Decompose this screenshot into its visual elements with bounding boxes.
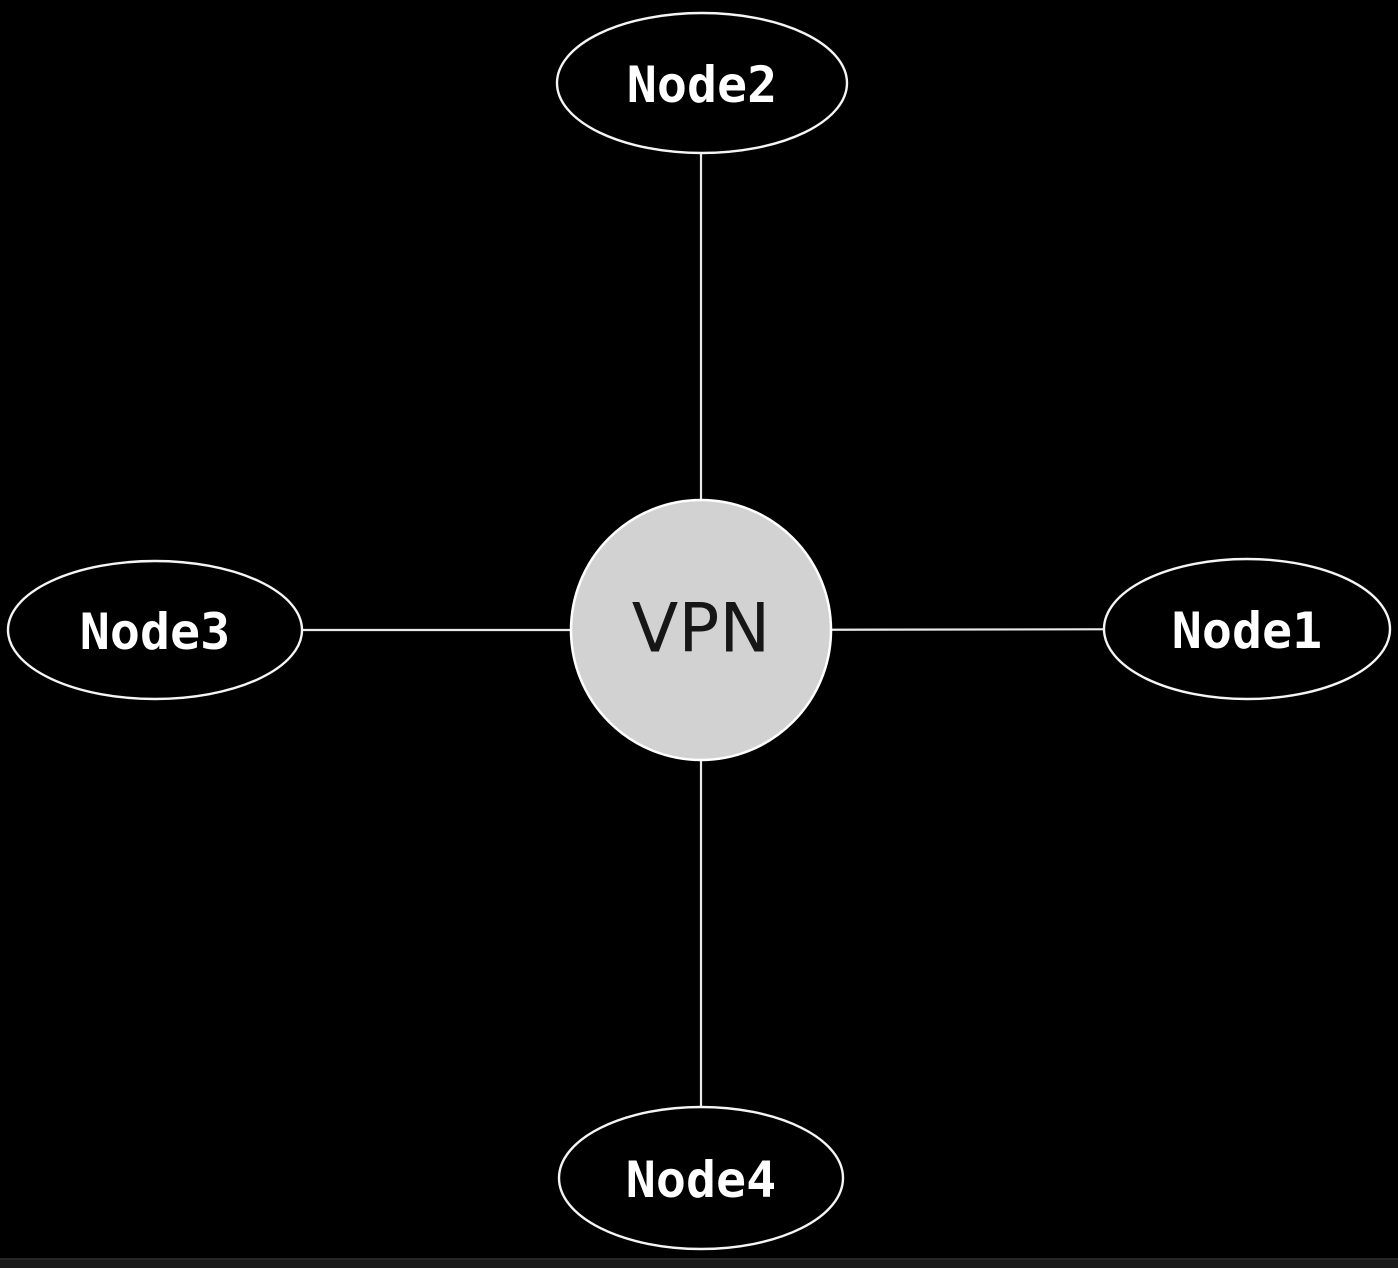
node-node4-label: Node4 xyxy=(626,1151,777,1209)
node-node2-label: Node2 xyxy=(627,56,778,114)
node-node1-label: Node1 xyxy=(1172,602,1323,660)
hub-vpn-shape xyxy=(569,498,833,762)
node-node3-shape xyxy=(6,559,304,701)
bottom-edge-bar xyxy=(0,1258,1398,1268)
node-node1-shape xyxy=(1102,557,1392,701)
hub-vpn-label: VPN xyxy=(632,590,770,669)
node-node3-label: Node3 xyxy=(80,603,231,661)
node-node2-shape xyxy=(555,11,849,155)
node-node4-shape xyxy=(557,1105,845,1251)
